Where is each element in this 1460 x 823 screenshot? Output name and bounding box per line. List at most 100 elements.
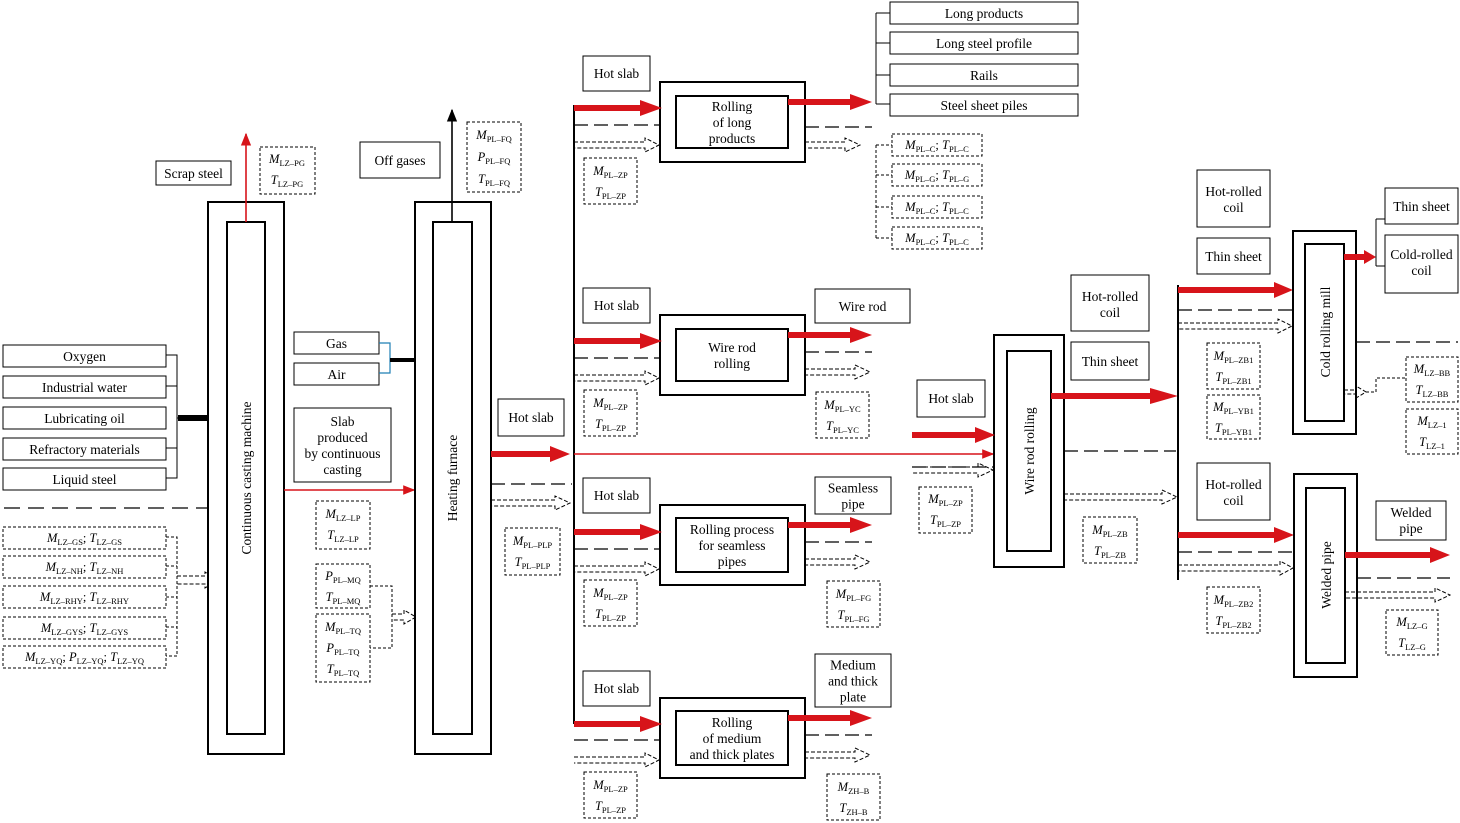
zb-vars-box — [1082, 516, 1138, 564]
input-label: Lubricating oil — [44, 411, 125, 426]
l1-vars: MLZ–1​TLZ–1​ — [1416, 414, 1446, 451]
cold-rolling-mill-inner — [1304, 243, 1345, 422]
casting-input-var-box — [2, 645, 167, 669]
input-label: Refractory materials — [29, 442, 140, 457]
mill-label-line: Wire rod — [708, 340, 756, 355]
mill-inner — [675, 710, 789, 766]
cold-hot-rolled-coil-box — [1196, 169, 1271, 228]
zp-vars-box — [583, 771, 638, 819]
slab-produced-line: casting — [323, 462, 361, 477]
mill-label-line: Rolling — [712, 99, 753, 114]
mill-label-line: of medium — [703, 731, 762, 746]
variable-label: TPL–ZB​ — [1094, 544, 1126, 560]
variable-label: MPL–C​; TPL–C​ — [904, 231, 969, 247]
input-refractory-materials-box — [2, 437, 167, 461]
input-label: Liquid steel — [52, 472, 116, 487]
variable-label: MPL–TQ​ — [324, 620, 361, 636]
scrap-steel-label: Scrap steel — [164, 166, 223, 181]
g-vars: MLZ–G​TLZ–G​ — [1395, 615, 1427, 652]
heating-furnace-inner — [432, 221, 473, 735]
mill-label-line: Rolling — [712, 715, 753, 730]
casting-vars-arrow — [177, 571, 219, 589]
variable-label: TPL–ZP​ — [595, 799, 626, 815]
cold-rolled-coil-box — [1384, 234, 1459, 294]
variable-label: MPL–YB1​ — [1212, 400, 1254, 416]
cold-out-arrow — [1344, 250, 1376, 264]
off-gas-vars-box — [466, 121, 522, 193]
variable-label: MPL–C​; TPL–C​ — [904, 138, 969, 154]
mill-output-arrow — [788, 517, 872, 533]
mill-input-arrow — [574, 716, 662, 732]
input-oxygen-box — [2, 344, 167, 368]
hot-slab-label: Hot slab — [594, 66, 640, 81]
wire-rod-in-vars-box — [918, 486, 973, 534]
hot-slab-box — [582, 670, 651, 707]
seamless-pipe-output-box — [814, 476, 892, 515]
zb-vars: MPL–ZB​ TPL–ZB​ — [1091, 523, 1128, 560]
yb1-vars: MPL–YB1​TPL–YB1​ — [1212, 400, 1254, 437]
variable-label: MPL–ZP​ — [592, 164, 628, 180]
seamless-pipe-output-line: pipe — [841, 497, 864, 512]
gas-connector — [379, 342, 391, 374]
cold-out-thin-sheet-label: Thin sheet — [1393, 199, 1450, 214]
long-output-label: Steel sheet piles — [941, 98, 1028, 113]
mill-inner — [675, 517, 789, 573]
mill-input-arrow — [574, 333, 662, 349]
plp-vars-box — [504, 527, 561, 576]
wire-rod-hot-slab-label: Hot slab — [928, 391, 974, 406]
furnace-to-mills-arrow — [491, 446, 570, 462]
long-output-var-box — [891, 226, 983, 250]
variable-label: MPL–ZB​ — [1091, 523, 1128, 539]
variable-label: TPL–ZP​ — [930, 513, 961, 529]
cold-rolling-mill-label: Cold rolling mill — [1318, 286, 1333, 377]
variable-label: TPL–YC​ — [826, 419, 859, 435]
hot-rolled-coil-line: coil — [1223, 200, 1243, 215]
mill-input-arrow — [574, 524, 662, 540]
long-product-vars: MPL–C​; TPL–C​MPL–G​; TPL–G​MPL–C​; TPL–… — [875, 133, 983, 250]
variable-label: MLZ–PG​ — [268, 152, 305, 168]
variable-label: PPL–MQ​ — [324, 569, 361, 585]
plate-output-line: Medium — [830, 658, 876, 673]
casting-machine-inner — [226, 221, 266, 735]
variable-label: TPL–PLP​ — [515, 555, 551, 571]
hot-slab-box — [497, 398, 565, 437]
air-vars: MPL–TQ​PPL–TQ​TPL–TQ​ — [324, 620, 361, 678]
variable-label: PPL–TQ​ — [325, 641, 359, 657]
cold-thin-sheet-box — [1196, 237, 1271, 275]
mill-output-arrow — [788, 710, 872, 726]
variable-label: TLZ–PG​ — [271, 173, 303, 189]
casting-output-vars-box — [259, 146, 316, 195]
variable-label: MZH–B​ — [837, 780, 870, 796]
cold-out-thin-sheet-box — [1384, 187, 1459, 225]
casting-input-var-box — [2, 526, 167, 550]
variable-label: MPL–YC​ — [823, 398, 861, 414]
zb1-vars: MPL–ZB1​TPL–ZB1​ — [1213, 349, 1254, 386]
mill-output-arrow — [788, 94, 872, 110]
hot-slab-label: Hot slab — [508, 410, 554, 425]
gas-vars: PPL–MQ​TPL–MQ​ — [324, 569, 361, 606]
wire-rod-thin-sheet-box — [1070, 341, 1150, 381]
variable-label: MLZ–YQ​; PLZ–YQ​; TLZ–YQ​ — [24, 650, 144, 666]
casting-input-vars: MLZ–GS​; TLZ–GS​MLZ–NH​; TLZ–NH​MLZ–RHY​… — [2, 526, 167, 669]
mill-input-arrow — [574, 100, 662, 116]
gas-label: Gas — [326, 336, 347, 351]
hot-rolled-coil-line: coil — [1223, 493, 1243, 508]
hot-slab-label: Hot slab — [594, 298, 640, 313]
variable-label: MLZ–LP​ — [325, 507, 361, 523]
variable-label: MPL–ZP​ — [592, 778, 628, 794]
long-output-var-box — [891, 195, 983, 219]
variable-label: MLZ–NH​; TLZ–NH​ — [45, 560, 124, 576]
plate-output-box — [814, 653, 892, 708]
mill-label-line: and thick plates — [690, 747, 775, 762]
slab-produced-line: Slab — [330, 414, 354, 429]
slab-produced-line: produced — [317, 430, 367, 445]
yc-vars-box — [815, 391, 870, 439]
weld-out-arrow — [1345, 547, 1450, 563]
seamless-pipe-output-line: Seamless — [828, 481, 878, 496]
